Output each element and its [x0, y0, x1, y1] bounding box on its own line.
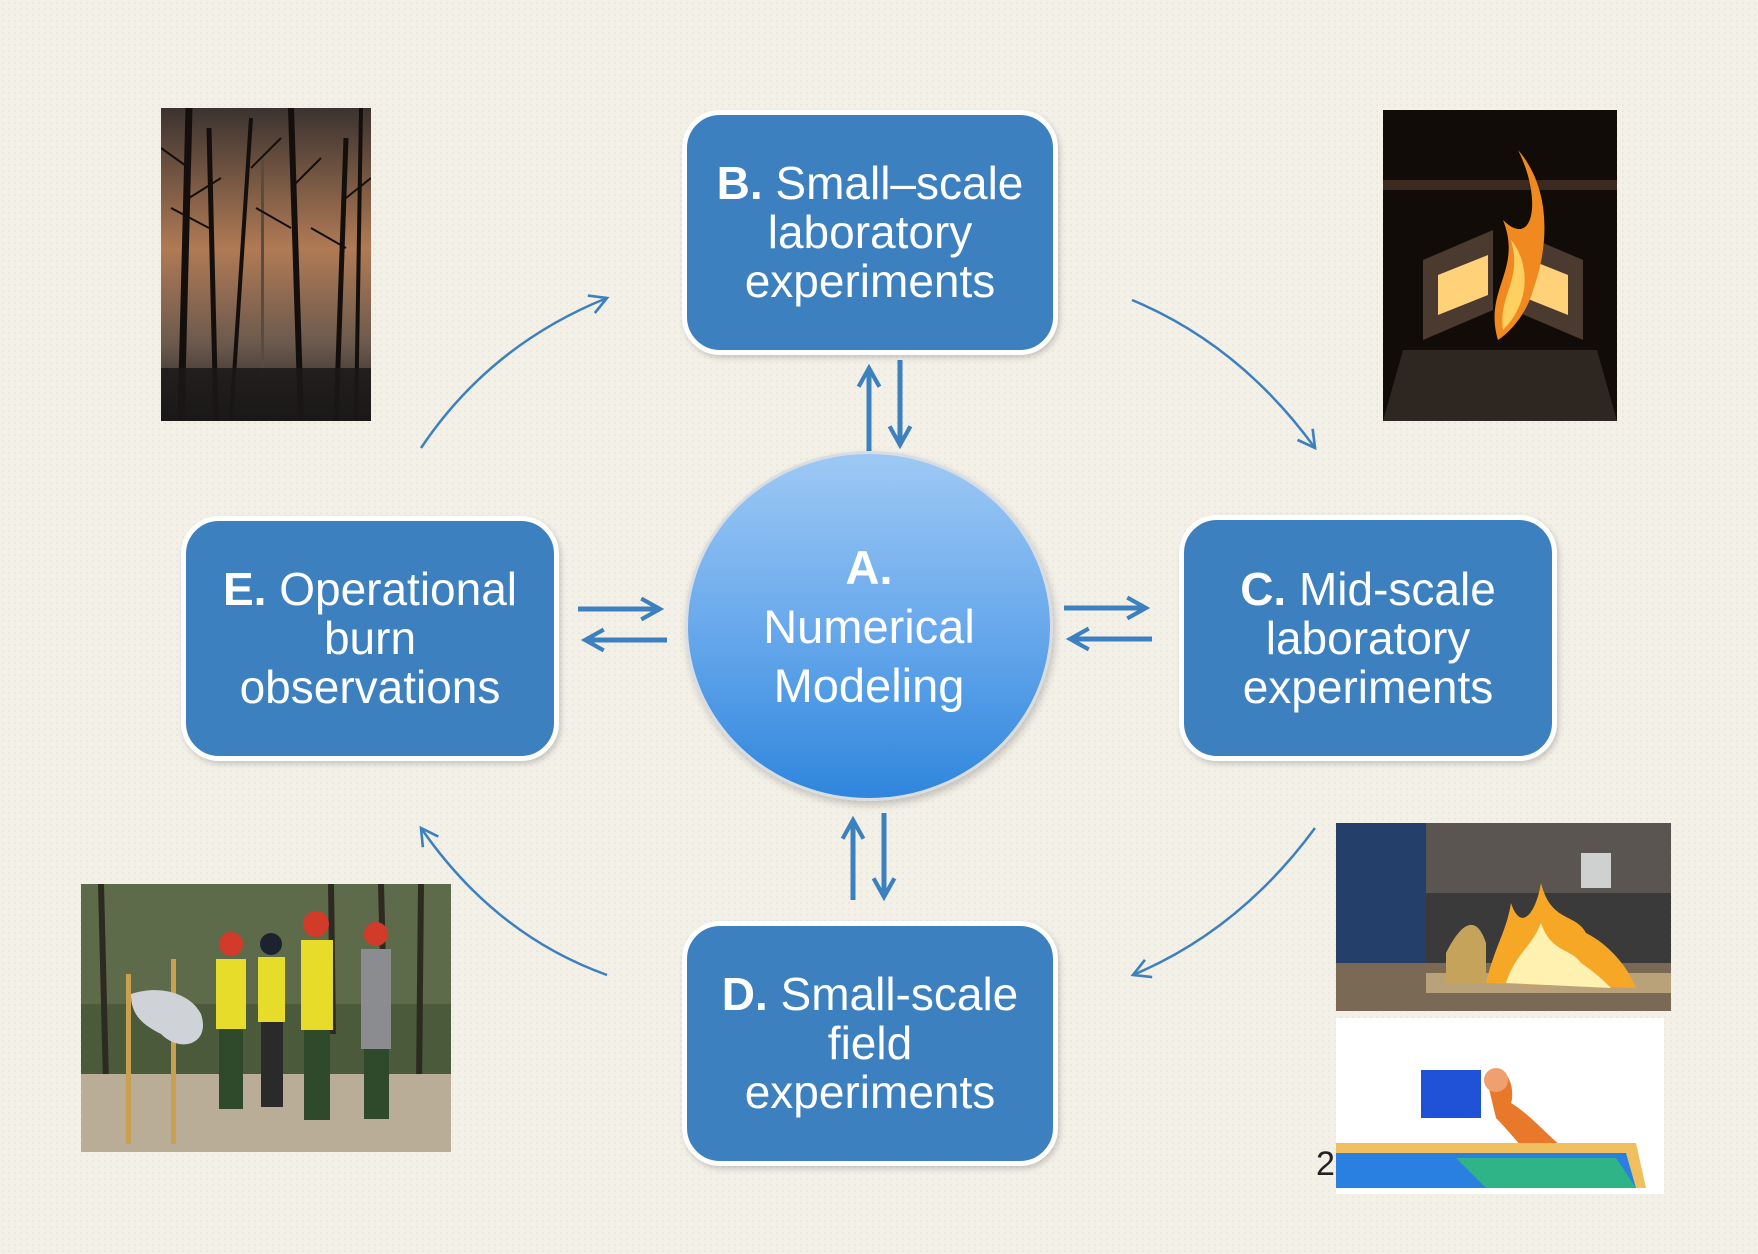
- box-c-mid-scale-lab: C. Mid-scale laboratory experiments: [1179, 515, 1557, 761]
- field-crew-photo: [81, 884, 451, 1152]
- box-e-line2: burn: [323, 612, 417, 664]
- box-d-letter: D.: [721, 968, 768, 1020]
- box-b-line2: laboratory: [767, 206, 973, 258]
- box-c-line3: experiments: [1242, 660, 1494, 713]
- curve-c-to-d: [1130, 827, 1317, 979]
- box-d-line2: field: [827, 1017, 913, 1069]
- box-d-small-scale-field: D. Small-scale field experiments: [682, 921, 1058, 1166]
- center-numerical-modeling: A. Numerical Modeling: [685, 451, 1053, 801]
- curve-b-to-c: [1131, 298, 1317, 451]
- box-e-line3: observations: [239, 661, 501, 713]
- box-e-line1: Operational: [279, 563, 518, 615]
- mid-scale-burn-photo: [1336, 823, 1671, 1011]
- box-c-line1: Mid-scale: [1298, 562, 1496, 615]
- forest-fire-photo: [161, 108, 371, 421]
- box-d-line1: Small-scale: [780, 968, 1019, 1020]
- box-e-operational-burn: E. Operational burn observations: [181, 516, 559, 761]
- lab-fire-photo: [1383, 110, 1617, 421]
- box-b-line3: experiments: [744, 255, 996, 307]
- box-e-letter: E.: [222, 563, 267, 615]
- box-c-line2: laboratory: [1265, 611, 1471, 664]
- box-c-letter: C.: [1240, 562, 1287, 615]
- box-b-letter: B.: [716, 157, 763, 209]
- slide-number: 2: [1316, 1145, 1335, 1183]
- box-b-line1: Small–scale: [775, 157, 1024, 209]
- center-line2: Modeling: [773, 658, 965, 712]
- box-d-line3: experiments: [744, 1066, 996, 1118]
- center-line1: Numerical: [763, 599, 975, 653]
- curve-e-to-b: [419, 294, 610, 449]
- simulation-render-image: [1336, 1018, 1664, 1194]
- center-letter: A.: [845, 540, 893, 594]
- box-b-small-scale-lab: B. Small–scale laboratory experiments: [682, 110, 1058, 355]
- curve-d-to-e: [419, 825, 608, 977]
